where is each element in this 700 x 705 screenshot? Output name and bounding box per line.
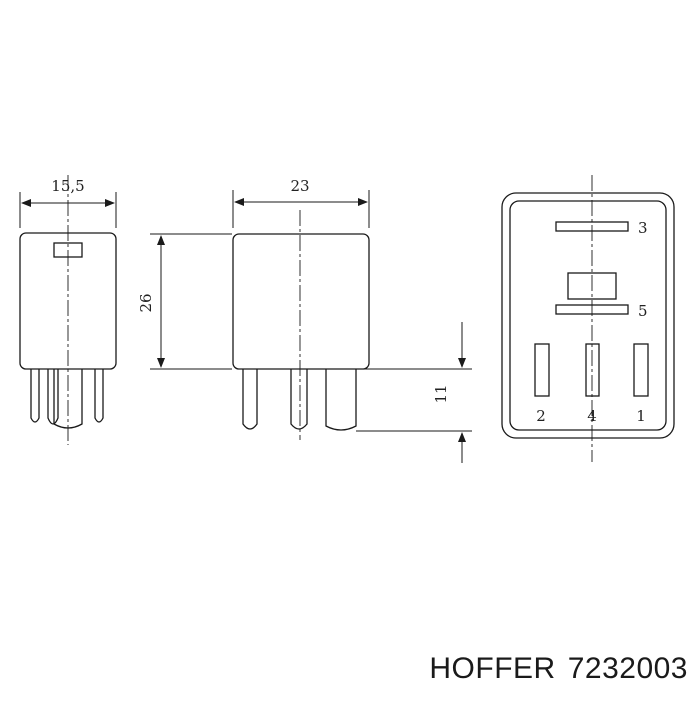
side-pin-left: [30, 369, 40, 423]
front-view: [150, 190, 472, 463]
side-pin-center: [53, 369, 83, 429]
terminal-3: [555, 221, 629, 232]
front-pin-right: [325, 369, 357, 431]
brand-name: HOFFER: [429, 652, 556, 685]
height-label: 26: [137, 293, 155, 312]
bottom-view: [501, 175, 675, 462]
front-pin-left: [242, 369, 258, 430]
front-pin-center: [290, 369, 308, 430]
part-number: 7232003: [567, 652, 688, 685]
terminal-block: [567, 272, 617, 300]
pin-label-2: 2: [536, 407, 546, 425]
side-pin-right: [94, 369, 104, 423]
part-caption: HOFFER 7232003: [429, 652, 688, 686]
pin-length-label: 11: [432, 384, 450, 403]
terminal-2: [534, 343, 550, 397]
bottom-view-inner: [509, 200, 667, 431]
pin-label-4: 4: [587, 407, 597, 425]
width-label: 15,5: [51, 177, 84, 195]
terminal-5: [555, 304, 629, 315]
pin-label-3: 3: [638, 219, 648, 237]
length-label: 23: [290, 177, 309, 195]
side-pin-mid-left: [47, 369, 59, 425]
bottom-view-outer: [501, 192, 675, 439]
terminal-4: [585, 343, 600, 397]
terminal-1: [633, 343, 649, 397]
front-view-body: [232, 233, 370, 370]
pin-label-1: 1: [636, 407, 646, 425]
side-view: [19, 175, 117, 445]
pin-label-5: 5: [638, 302, 648, 320]
